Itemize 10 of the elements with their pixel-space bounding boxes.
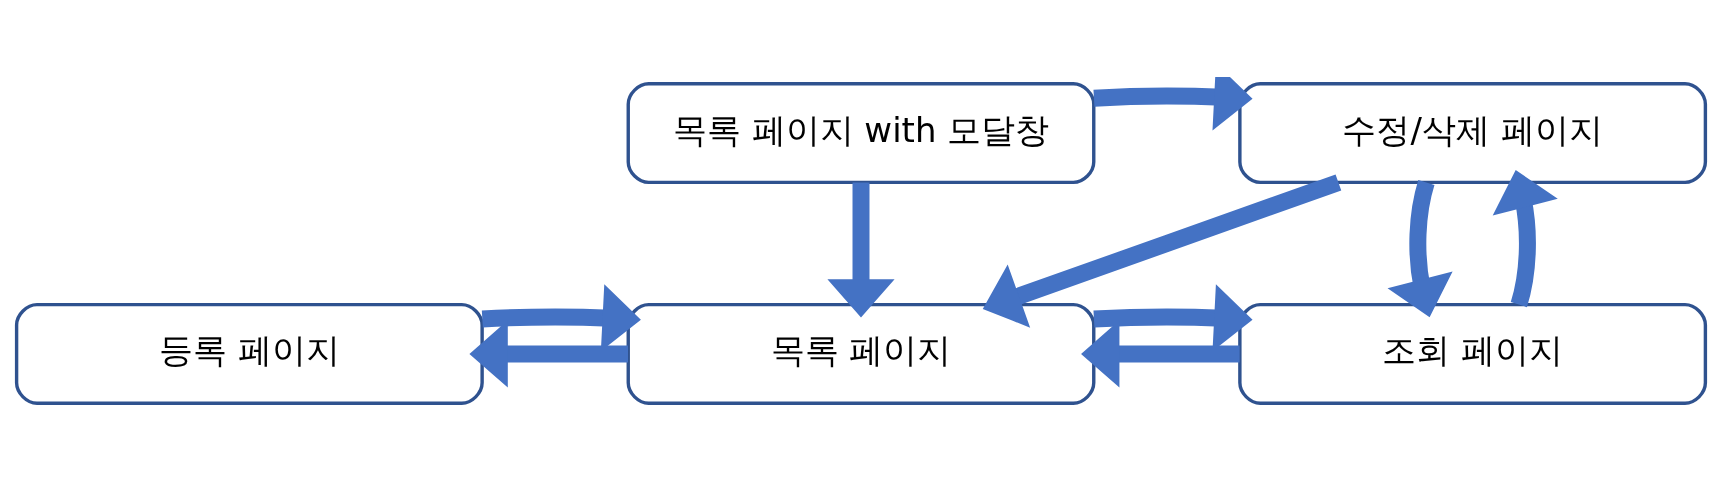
arrow (1492, 170, 1558, 307)
node-box: 등록 페이지 (14, 302, 484, 405)
node-box: 목록 페이지 (626, 302, 1096, 405)
node-box: 조회 페이지 (1238, 302, 1708, 405)
arrow (1387, 180, 1453, 318)
arrow (827, 182, 895, 318)
arrow (1093, 77, 1253, 131)
node-box: 목록 페이지 with 모달창 (626, 82, 1096, 185)
node-box: 수정/삭제 페이지 (1238, 82, 1708, 185)
arrow (982, 174, 1342, 328)
